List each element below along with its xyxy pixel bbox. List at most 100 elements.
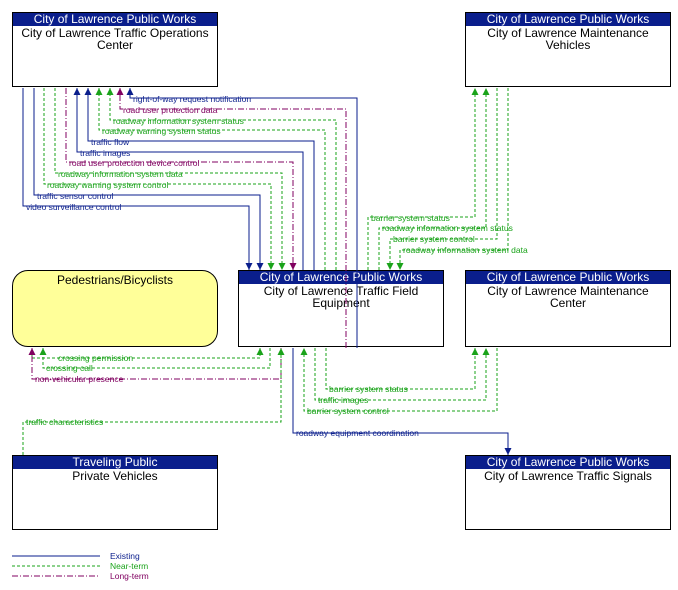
flow-arrowhead <box>277 348 285 355</box>
node-traffic-operations-center[interactable]: City of Lawrence Public Works City of La… <box>12 12 218 87</box>
flow-line[interactable] <box>43 88 272 270</box>
flow-10[interactable]: traffic sensor control <box>33 88 264 270</box>
flow-3[interactable]: roadway information system status <box>106 88 337 270</box>
flow-arrowhead <box>396 263 404 270</box>
flow-23[interactable]: roadway equipment coordination <box>292 348 512 455</box>
flow-11[interactable]: video surveillance control <box>22 88 253 270</box>
flow-label: roadway information system data <box>403 245 528 255</box>
flow-label: roadway equipment coordination <box>296 428 419 438</box>
flow-4[interactable]: roadway warning system status <box>95 88 326 270</box>
node-name-label: City of Lawrence Traffic Signals <box>484 469 652 483</box>
flow-line[interactable] <box>292 348 509 455</box>
flow-line[interactable] <box>87 88 315 270</box>
flow-label: roadway warning system control <box>47 180 169 190</box>
node-name-label: City of Lawrence Traffic Field Equipment <box>263 284 419 310</box>
flow-label: traffic images <box>318 395 368 405</box>
flow-arrowhead <box>289 263 297 270</box>
flow-label: barrier system control <box>393 234 475 244</box>
flow-15[interactable]: roadway information system data <box>396 88 528 270</box>
flow-line[interactable] <box>119 88 347 348</box>
flow-2[interactable]: road user protection data <box>116 88 347 348</box>
node-name-label: City of Lawrence Traffic Operations Cent… <box>21 26 209 52</box>
node-name-label: City of Lawrence Maintenance Center <box>487 284 649 310</box>
flow-label: road user protection device control <box>69 158 200 168</box>
flow-line[interactable] <box>109 88 337 270</box>
node-name-label: Pedestrians/Bicyclists <box>56 273 174 287</box>
flow-7[interactable]: road user protection device control <box>65 88 297 270</box>
flow-20[interactable]: crossing call <box>39 348 271 373</box>
node-owner-label: City of Lawrence Public Works <box>239 271 443 284</box>
legend-label: Existing <box>110 551 140 561</box>
flow-arrowhead <box>106 88 114 95</box>
flow-arrowhead <box>95 88 103 95</box>
node-owner-label: City of Lawrence Public Works <box>13 13 217 26</box>
node-name-label: Private Vehicles <box>72 469 158 483</box>
flow-line[interactable] <box>33 88 261 270</box>
legend-label: Long-term <box>110 571 149 581</box>
flow-line[interactable] <box>42 348 271 369</box>
flow-arrowhead <box>386 263 394 270</box>
flow-label: traffic flow <box>91 137 130 147</box>
flow-label: video surveillance control <box>26 202 122 212</box>
flow-6[interactable]: traffic images <box>73 88 304 270</box>
flow-line[interactable] <box>65 88 294 270</box>
node-traffic-field-equipment[interactable]: City of Lawrence Public Works City of La… <box>238 270 444 347</box>
flow-line[interactable] <box>314 348 487 401</box>
flow-line[interactable] <box>378 88 487 270</box>
flow-line[interactable] <box>22 348 282 455</box>
flow-label: barrier system control <box>307 406 389 416</box>
flow-17[interactable]: traffic images <box>314 348 490 405</box>
flow-arrowhead <box>471 88 479 95</box>
flow-arrowhead <box>73 88 81 95</box>
flow-label: traffic images <box>80 148 130 158</box>
flow-arrowhead <box>267 263 275 270</box>
flow-label: roadway information system data <box>58 169 183 179</box>
flow-label: barrier system status <box>371 213 450 223</box>
flow-13[interactable]: roadway information system status <box>378 88 513 270</box>
flow-5[interactable]: traffic flow <box>84 88 315 270</box>
flow-arrowhead <box>245 263 253 270</box>
node-owner-label: City of Lawrence Public Works <box>466 271 670 284</box>
flow-19[interactable]: crossing permission <box>31 348 264 363</box>
node-traffic-signals[interactable]: City of Lawrence Public Works City of La… <box>465 455 671 530</box>
flow-line[interactable] <box>389 88 498 270</box>
flow-9[interactable]: roadway warning system control <box>43 88 275 270</box>
flow-label: barrier system status <box>329 384 408 394</box>
flow-arrowhead <box>116 88 124 95</box>
flow-arrowhead <box>126 88 134 95</box>
flow-arrowhead <box>39 348 47 355</box>
flow-label: traffic characteristics <box>26 417 103 427</box>
flow-line[interactable] <box>399 88 509 270</box>
flow-arrowhead <box>256 263 264 270</box>
flow-arrowhead <box>504 448 512 455</box>
flow-arrowhead <box>256 348 264 355</box>
flow-line[interactable] <box>31 348 282 380</box>
flow-label: traffic sensor control <box>37 191 113 201</box>
node-maintenance-center[interactable]: City of Lawrence Public Works City of La… <box>465 270 671 347</box>
flow-18[interactable]: barrier system control <box>300 348 498 416</box>
flow-21[interactable]: non-vehicular presence <box>28 348 282 384</box>
flow-12[interactable]: barrier system status <box>367 88 479 270</box>
flow-label: roadway information system status <box>382 223 513 233</box>
flow-16[interactable]: barrier system status <box>325 348 479 394</box>
node-private-vehicles[interactable]: Traveling Public Private Vehicles <box>12 455 218 530</box>
flow-line[interactable] <box>367 88 476 270</box>
flow-14[interactable]: barrier system control <box>386 88 498 270</box>
node-pedestrians-bicyclists[interactable]: Pedestrians/Bicyclists <box>12 270 218 347</box>
flow-line[interactable] <box>98 88 326 270</box>
flow-8[interactable]: roadway information system data <box>54 88 286 270</box>
flow-line[interactable] <box>303 348 498 412</box>
flow-line[interactable] <box>325 348 476 390</box>
flow-line[interactable] <box>76 88 304 270</box>
node-owner-label: City of Lawrence Public Works <box>466 13 670 26</box>
flow-line[interactable] <box>22 88 250 270</box>
flow-1[interactable]: right-of-way request notification <box>126 88 358 348</box>
flow-arrowhead <box>84 88 92 95</box>
flow-line[interactable] <box>54 88 283 270</box>
node-maintenance-vehicles[interactable]: City of Lawrence Public Works City of La… <box>465 12 671 87</box>
node-name-label: City of Lawrence Maintenance Vehicles <box>487 26 649 52</box>
flow-22[interactable]: traffic characteristics <box>22 348 285 455</box>
legend-label: Near-term <box>110 561 148 571</box>
